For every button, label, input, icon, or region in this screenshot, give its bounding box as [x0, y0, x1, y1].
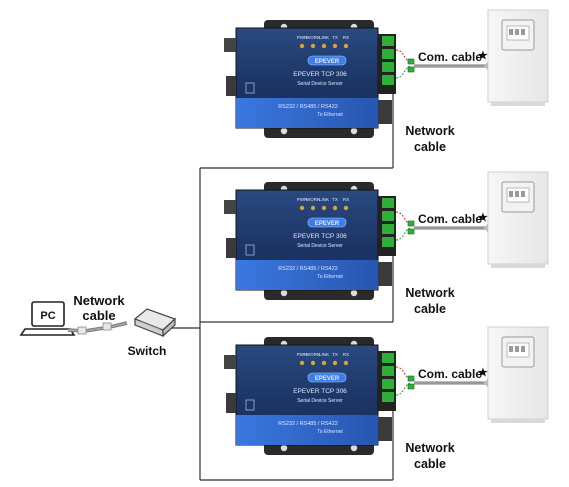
brand-badge: EPEVER — [315, 59, 340, 65]
pc-cable-label-line1: Network — [73, 293, 125, 308]
led-label: WORK — [306, 352, 320, 357]
led-label: RX — [343, 197, 349, 202]
status-led — [310, 43, 316, 49]
status-led — [299, 205, 305, 211]
network-cable-label-line2: cable — [414, 140, 446, 154]
device-interface: RS232 / RS485 / RS422 — [278, 104, 338, 110]
laptop-icon — [19, 301, 76, 336]
status-led — [321, 205, 327, 211]
led-label: LINK — [319, 352, 329, 357]
device-model: EPEVER TCP 306 — [293, 388, 347, 395]
inverter-icon — [487, 9, 549, 107]
switch-label: Switch — [128, 344, 167, 358]
led-label: TX — [332, 352, 338, 357]
status-led — [321, 360, 327, 366]
inverter-icon — [487, 326, 549, 424]
led-label: WORK — [306, 35, 320, 40]
status-led — [332, 43, 338, 49]
network-cable-label-line1: Network — [405, 124, 454, 138]
led-label: RX — [343, 35, 349, 40]
switch-icon — [133, 308, 177, 338]
inverter-icon — [487, 171, 549, 269]
pc-cable-label-line2: cable — [82, 308, 115, 323]
led-label: RX — [343, 352, 349, 357]
status-led — [332, 360, 338, 366]
status-led — [321, 43, 327, 49]
network-switch: Switch — [128, 308, 177, 358]
device-interface-sub: To Ethernet — [317, 429, 343, 435]
pc-network-cable: Network cable — [67, 293, 128, 335]
com-cable-label: Com. cable — [418, 50, 482, 64]
status-led — [310, 205, 316, 211]
brand-badge: EPEVER — [315, 221, 340, 227]
star-icon: ★ — [478, 367, 488, 379]
device-interface-sub: To Ethernet — [317, 274, 343, 280]
com-cable-label: Com. cable — [418, 212, 482, 226]
network-cable-label-line1: Network — [405, 286, 454, 300]
led-label: LINK — [319, 197, 329, 202]
led-label: PWR — [297, 352, 308, 357]
status-led — [343, 205, 349, 211]
device-interface-sub: To Ethernet — [317, 112, 343, 118]
status-led — [299, 360, 305, 366]
network-cable-label-line2: cable — [414, 457, 446, 471]
device-subtitle: Serial Device Server — [297, 398, 343, 404]
star-icon: ★ — [478, 212, 488, 224]
rj45-plug-icon — [77, 322, 112, 335]
pc-laptop: PC — [19, 301, 76, 336]
com-cable-label: Com. cable — [418, 367, 482, 381]
status-led — [343, 360, 349, 366]
led-label: TX — [332, 35, 338, 40]
led-label: TX — [332, 197, 338, 202]
device-model: EPEVER TCP 306 — [293, 233, 347, 240]
pc-label: PC — [40, 310, 55, 322]
led-label: PWR — [297, 197, 308, 202]
brand-badge: EPEVER — [315, 376, 340, 382]
device-interface: RS232 / RS485 / RS422 — [278, 421, 338, 427]
status-led — [299, 43, 305, 49]
network-cable-label-line2: cable — [414, 302, 446, 316]
star-icon: ★ — [478, 50, 488, 62]
led-label: WORK — [306, 197, 320, 202]
led-label: PWR — [297, 35, 308, 40]
status-led — [332, 205, 338, 211]
device-interface: RS232 / RS485 / RS422 — [278, 266, 338, 272]
status-led — [343, 43, 349, 49]
status-led — [310, 360, 316, 366]
led-label: LINK — [319, 35, 329, 40]
network-cable-label-line1: Network — [405, 441, 454, 455]
device-model: EPEVER TCP 306 — [293, 71, 347, 78]
device-subtitle: Serial Device Server — [297, 81, 343, 87]
network-wiring — [169, 80, 394, 481]
device-subtitle: Serial Device Server — [297, 243, 343, 249]
